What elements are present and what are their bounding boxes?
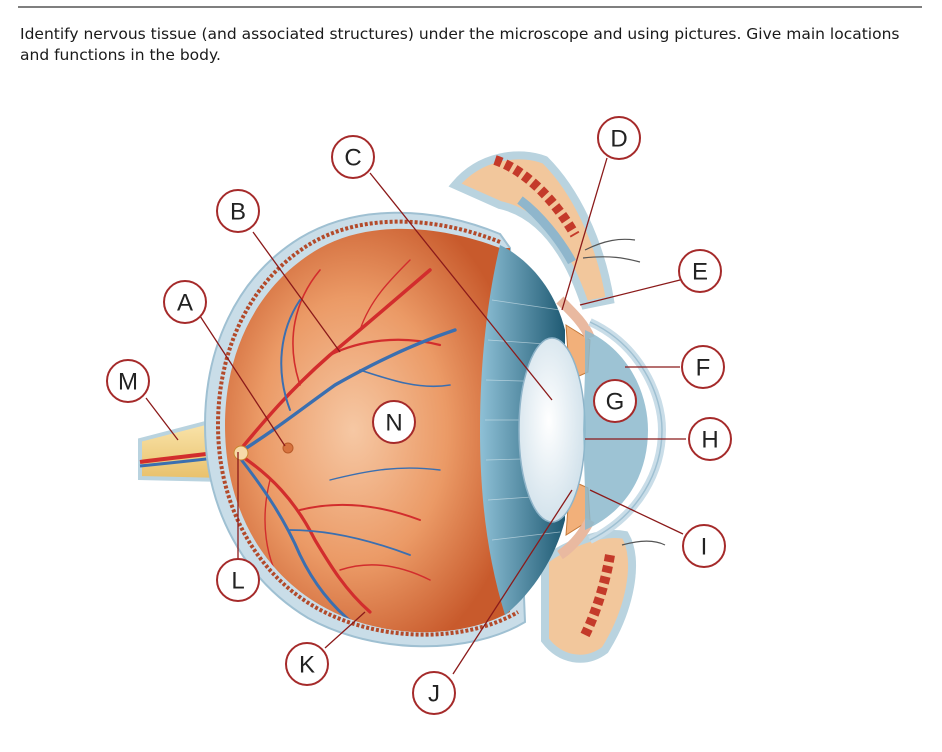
label-D: D (597, 116, 641, 160)
label-N-text: N (385, 410, 402, 437)
label-C: C (331, 135, 375, 179)
label-F: F (681, 345, 725, 389)
upper-eyelid (448, 151, 641, 310)
label-G: G (593, 379, 637, 423)
label-H-text: H (701, 427, 718, 454)
label-J: J (412, 671, 456, 715)
macula (282, 442, 294, 454)
label-B-text: B (230, 199, 246, 226)
retina (225, 228, 510, 633)
leader-lines (145, 157, 686, 675)
question-text: Identify nervous tissue (and associated … (20, 25, 900, 64)
label-C-text: C (344, 145, 361, 172)
label-E-text: E (692, 259, 708, 286)
label-A: A (163, 280, 207, 324)
label-N: N (372, 400, 416, 444)
label-M-text: M (118, 369, 138, 396)
label-F-text: F (696, 355, 711, 382)
label-K-text: K (299, 652, 315, 679)
label-L: L (216, 558, 260, 602)
label-I: I (682, 524, 726, 568)
lower-eyelid (541, 530, 666, 663)
label-A-text: A (177, 290, 193, 317)
label-L-text: L (231, 568, 244, 595)
top-rule (18, 6, 922, 8)
label-H: H (688, 417, 732, 461)
label-I-text: I (701, 534, 708, 561)
label-E: E (678, 249, 722, 293)
label-K: K (285, 642, 329, 686)
label-D-text: D (610, 126, 627, 153)
lens (518, 337, 586, 523)
label-G-text: G (606, 389, 625, 416)
label-M: M (106, 359, 150, 403)
label-B: B (216, 189, 260, 233)
label-J-text: J (428, 681, 440, 708)
cornea (583, 318, 667, 544)
optic-disc (233, 445, 249, 461)
